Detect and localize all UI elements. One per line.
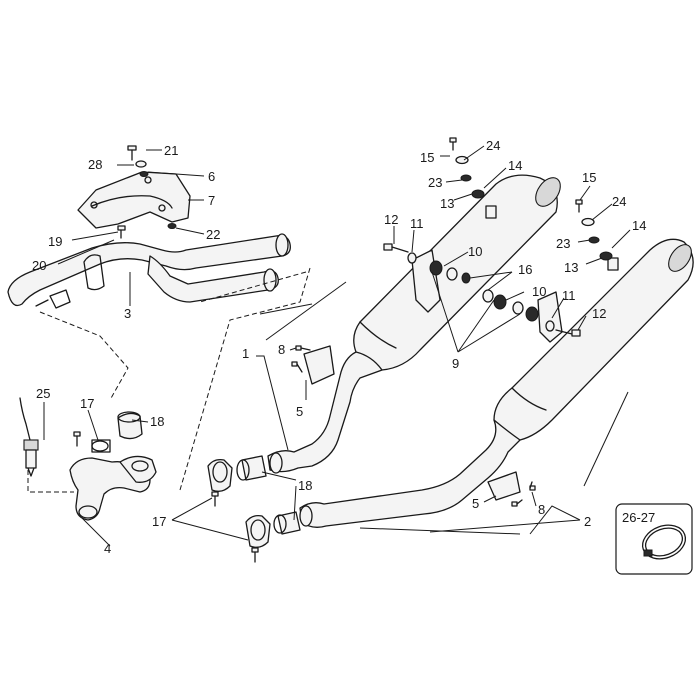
leader-lines xyxy=(43,145,631,547)
callout-18-bottom: 18 xyxy=(298,478,312,493)
callout-28: 28 xyxy=(88,157,102,172)
clamp-lower xyxy=(245,514,271,563)
heat-shield-washer xyxy=(135,160,147,168)
heat-shield-spacer xyxy=(139,171,149,177)
callout-26-27: 26-27 xyxy=(622,510,655,525)
rubber-grommets xyxy=(429,260,539,322)
callout-24-left: 24 xyxy=(486,138,500,153)
callout-21: 21 xyxy=(164,143,178,158)
callout-12-left: 12 xyxy=(384,212,398,227)
callout-14-right: 14 xyxy=(632,218,646,233)
callout-10-bottom: 10 xyxy=(532,284,546,299)
callout-15-left: 15 xyxy=(420,150,434,165)
callout-4: 4 xyxy=(104,541,111,556)
right-muffler-clip xyxy=(487,471,521,501)
callout-22: 22 xyxy=(206,227,220,242)
left-muffler xyxy=(267,174,561,474)
assembly-guide-lines xyxy=(27,267,311,493)
front-header-pipe xyxy=(7,233,291,309)
callout-8-left: 8 xyxy=(278,342,285,357)
callout-6: 6 xyxy=(208,169,215,184)
left-muffler-clip xyxy=(303,345,335,385)
callout-16: 16 xyxy=(518,262,532,277)
right-muffler-bracket xyxy=(537,291,563,343)
callout-17-top: 17 xyxy=(80,396,94,411)
heat-shield xyxy=(77,171,191,229)
heat-shield-screw xyxy=(127,145,137,161)
callout-23-left: 23 xyxy=(428,175,442,190)
callout-23-right: 23 xyxy=(556,236,570,251)
callout-9: 9 xyxy=(452,356,459,371)
sleeve-upper xyxy=(236,455,267,481)
callout-2: 2 xyxy=(584,514,591,529)
callout-labels: 1 2 3 4 5 5 6 7 8 8 9 10 10 11 11 12 12 … xyxy=(32,138,655,556)
callout-5-right: 5 xyxy=(472,496,479,511)
sleeve-lower xyxy=(273,511,301,535)
lambda-sensor xyxy=(19,397,39,477)
rear-collector xyxy=(69,439,157,521)
clip-screws-right xyxy=(511,481,536,507)
mount-washer-right xyxy=(545,320,555,332)
heat-shield-bolt xyxy=(117,225,126,239)
callout-11-right: 11 xyxy=(562,288,576,303)
mount-washer-left xyxy=(407,252,417,264)
callout-1: 1 xyxy=(242,346,249,361)
callout-24-right: 24 xyxy=(612,194,626,209)
callout-5-left: 5 xyxy=(296,404,303,419)
muffler-top-hardware-left xyxy=(449,137,485,199)
callout-18-top: 18 xyxy=(150,414,164,429)
callout-14-left: 14 xyxy=(508,158,522,173)
callout-7: 7 xyxy=(208,193,215,208)
muffler-top-hardware-right xyxy=(575,199,613,261)
callout-25: 25 xyxy=(36,386,50,401)
callout-19: 19 xyxy=(48,234,62,249)
clamp-upper xyxy=(207,458,233,507)
mount-bolt-left xyxy=(383,243,409,253)
callout-15-right: 15 xyxy=(582,170,596,185)
callout-20: 20 xyxy=(32,258,46,273)
heat-shield-nut xyxy=(167,223,177,229)
callout-11-left: 11 xyxy=(410,216,424,231)
callout-8-right: 8 xyxy=(538,502,545,517)
collector-sleeve xyxy=(117,411,143,440)
collector-clamp-bolt xyxy=(73,431,81,447)
callout-12-right: 12 xyxy=(592,306,606,321)
callout-3: 3 xyxy=(124,306,131,321)
callout-13-left: 13 xyxy=(440,196,454,211)
callout-17-bottom: 17 xyxy=(152,514,166,529)
mount-bolt-right xyxy=(555,329,581,337)
right-muffler xyxy=(299,238,694,528)
callout-13-right: 13 xyxy=(564,260,578,275)
callout-10-top: 10 xyxy=(468,244,482,259)
inset-clamp-box xyxy=(615,503,693,575)
